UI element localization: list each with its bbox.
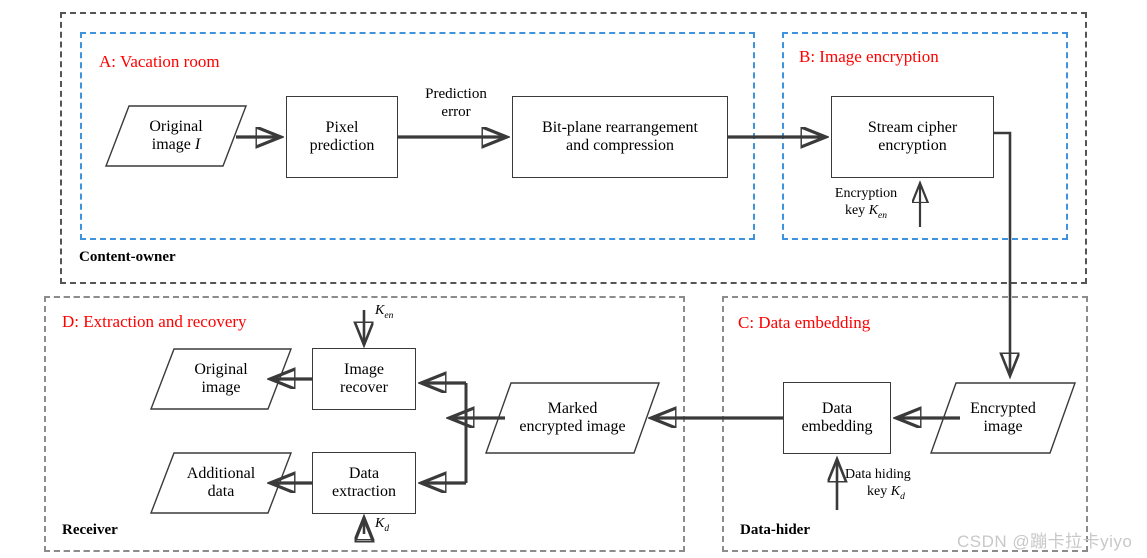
node-data-embedding-label: Data embedding xyxy=(801,400,872,437)
node-bitplane-line2: and compression xyxy=(566,137,674,154)
node-stream-cipher-line2: encryption xyxy=(878,137,947,154)
node-original-image-label: Original image I xyxy=(149,118,202,155)
annotation-data-hiding-key-line2: key xyxy=(867,483,888,499)
node-marked-encrypted-image-line1: Marked xyxy=(547,399,598,417)
annotation-data-hiding-key-subscript: d xyxy=(900,491,905,502)
node-stream-cipher-encryption: Stream cipher encryption xyxy=(831,96,994,178)
node-original-image-output-line2: image xyxy=(201,379,241,396)
node-stream-cipher-line1: Stream cipher xyxy=(867,118,958,136)
node-additional-data: Additional data xyxy=(149,452,293,514)
node-stream-cipher-label: Stream cipher encryption xyxy=(868,119,957,156)
annotation-extraction-key-subscript: d xyxy=(384,523,390,534)
node-image-recover-line2: recover xyxy=(340,379,388,396)
node-additional-data-label: Additional data xyxy=(187,465,255,502)
annotation-extraction-key-symbol: K xyxy=(375,516,385,531)
node-original-image: Original image I xyxy=(104,105,248,167)
node-original-image-line1: Original xyxy=(149,117,203,135)
annotation-prediction-error-line1: Prediction xyxy=(425,86,487,102)
node-bitplane-label: Bit-plane rearrangement and compression xyxy=(542,119,698,156)
parallelogram-shape xyxy=(104,105,248,167)
zone-d-title: D: Extraction and recovery xyxy=(62,312,247,331)
zone-b-title: B: Image encryption xyxy=(799,47,939,66)
node-pixel-prediction-line2: prediction xyxy=(309,137,375,154)
label-receiver: Receiver xyxy=(62,522,118,538)
node-original-image-symbol: I xyxy=(194,136,201,153)
node-data-embedding: Data embedding xyxy=(783,382,891,454)
node-marked-encrypted-image: Marked encrypted image xyxy=(485,382,660,454)
annotation-recover-key-subscript: en xyxy=(384,310,394,321)
node-image-recover-label: Image recover xyxy=(340,361,388,398)
label-data-hider: Data-hider xyxy=(740,522,810,538)
annotation-encryption-key-subscript: en xyxy=(878,210,888,221)
node-data-extraction-line1: Data xyxy=(348,464,380,482)
node-encrypted-image-line2: image xyxy=(983,418,1023,435)
zone-d-extraction-recovery xyxy=(44,296,685,552)
node-pixel-prediction-label: Pixel prediction xyxy=(310,119,375,156)
node-encrypted-image-line1: Encrypted xyxy=(970,399,1036,417)
node-original-image-output-line1: Original xyxy=(194,360,248,378)
node-encrypted-image-label: Encrypted image xyxy=(970,400,1036,437)
node-bitplane-rearrangement: Bit-plane rearrangement and compression xyxy=(512,96,728,178)
node-data-embedding-line2: embedding xyxy=(801,418,873,435)
zone-c-title: C: Data embedding xyxy=(738,313,871,332)
watermark: CSDN @蹦卡拉卡yiyo xyxy=(957,532,1133,551)
node-pixel-prediction-line1: Pixel xyxy=(325,118,359,136)
parallelogram-shape xyxy=(930,382,1076,454)
parallelogram-shape xyxy=(485,382,660,454)
parallelogram-shape xyxy=(149,452,293,514)
parallelogram-shape xyxy=(149,348,293,410)
annotation-encryption-key-line1: Encryption xyxy=(834,186,898,201)
node-data-extraction: Data extraction xyxy=(312,452,416,514)
node-original-image-output: Original image xyxy=(149,348,293,410)
node-pixel-prediction: Pixel prediction xyxy=(286,96,398,178)
node-additional-data-line1: Additional xyxy=(186,464,256,482)
annotation-data-hiding-key: Data hiding key Kd xyxy=(845,467,941,503)
annotation-data-hiding-key-line1: Data hiding xyxy=(845,467,911,482)
node-original-image-output-label: Original image xyxy=(194,361,247,398)
annotation-recover-key: Ken xyxy=(375,303,393,322)
node-image-recover: Image recover xyxy=(312,348,416,410)
node-image-recover-line1: Image xyxy=(344,360,384,378)
node-marked-encrypted-image-label: Marked encrypted image xyxy=(519,400,625,437)
annotation-encryption-key-symbol: K xyxy=(868,202,879,218)
node-data-embedding-line1: Data xyxy=(821,399,853,417)
node-data-extraction-line2: extraction xyxy=(332,483,396,500)
label-content-owner: Content-owner xyxy=(79,249,176,265)
node-bitplane-line1: Bit-plane rearrangement xyxy=(542,118,698,136)
zone-a-title: A: Vacation room xyxy=(99,52,220,71)
annotation-data-hiding-key-symbol: K xyxy=(890,483,901,499)
zone-c-data-embedding xyxy=(722,296,1088,552)
container-content-owner xyxy=(60,12,1087,284)
node-marked-encrypted-image-line2: encrypted image xyxy=(519,418,626,435)
annotation-prediction-error-line2: error xyxy=(441,103,471,120)
node-data-extraction-label: Data extraction xyxy=(332,465,396,502)
node-additional-data-line2: data xyxy=(207,483,235,500)
annotation-encryption-key: Encryption key Ken xyxy=(820,186,912,222)
annotation-recover-key-symbol: K xyxy=(375,303,385,318)
annotation-prediction-error: Prediction error xyxy=(404,86,508,121)
annotation-extraction-key: Kd xyxy=(375,516,389,535)
node-original-image-line2: image xyxy=(151,136,191,153)
node-encrypted-image: Encrypted image xyxy=(930,382,1076,454)
annotation-encryption-key-line2: key xyxy=(844,202,866,218)
